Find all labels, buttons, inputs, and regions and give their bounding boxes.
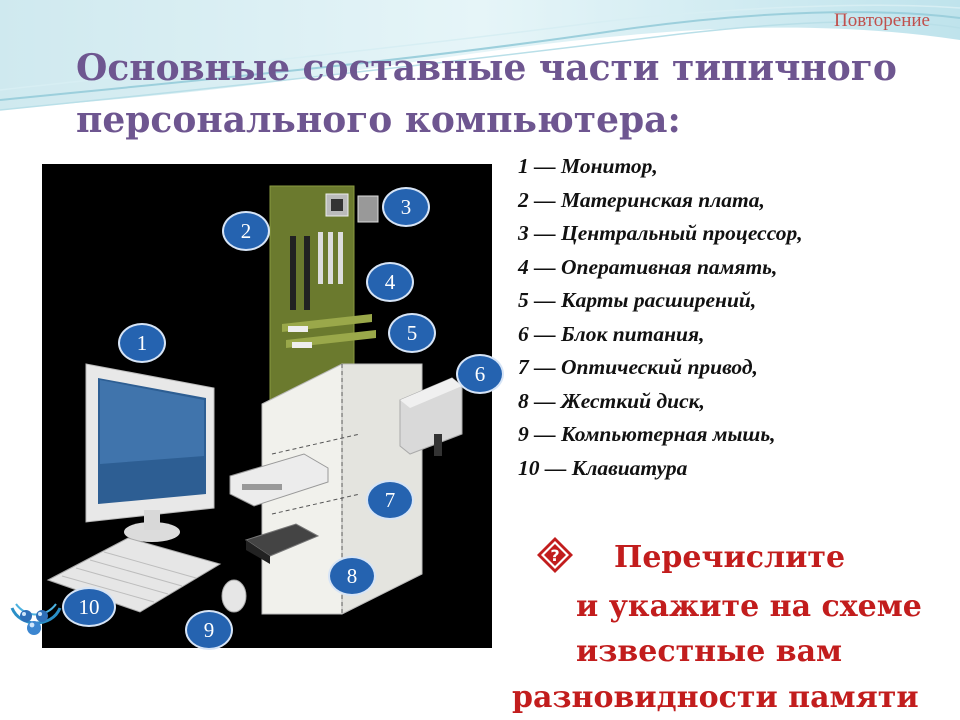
task-line-3: известные вам (576, 634, 843, 669)
cpu-illustration (357, 195, 379, 223)
title-line-1: Основные составные части типичного (76, 47, 897, 89)
marker-10-keyboard: 10 (62, 587, 116, 627)
task-line-2: и укажите на схеме (576, 589, 922, 624)
hard-disk-illustration (244, 523, 320, 557)
list-item: 2 — Материнская плата, (518, 187, 765, 212)
list-item: 3 — Центральный процессор, (518, 221, 803, 245)
components-list: 1 — Монитор, 2 — Материнская плата, 3 — … (518, 150, 803, 485)
marker-7-optical-drive: 7 (366, 480, 414, 520)
list-item: 6 — Блок питания, (518, 321, 705, 346)
slide-title: Основные составные части типичного персо… (76, 42, 936, 146)
svg-text:?: ? (550, 546, 559, 565)
section-label: Повторение (834, 10, 930, 31)
marker-2-motherboard: 2 (222, 211, 270, 251)
navigation-balls-icon[interactable] (8, 598, 64, 646)
marker-1-monitor: 1 (118, 323, 166, 363)
marker-9-mouse: 9 (185, 610, 233, 650)
list-item: 5 — Карты расширений, (518, 288, 757, 312)
header-wave-decoration (0, 0, 960, 111)
marker-3-cpu: 3 (382, 187, 430, 227)
marker-8-hard-disk: 8 (328, 556, 376, 596)
list-item: 10 — Клавиатура (518, 455, 688, 480)
list-item: 8 — Жесткий диск, (518, 388, 705, 413)
marker-4-ram: 4 (366, 262, 414, 302)
marker-6-power-supply: 6 (456, 354, 504, 394)
optical-drive-illustration (229, 453, 329, 507)
marker-5-expansion-cards: 5 (388, 313, 436, 353)
mouse-illustration (221, 579, 247, 613)
list-item: 4 — Оперативная память, (518, 254, 778, 279)
list-item: 1 — Монитор, (518, 154, 658, 178)
list-item: 7 — Оптический привод, (518, 355, 758, 379)
task-line-1: Перечислите (614, 540, 846, 575)
question-diamond-icon: ? (537, 537, 573, 573)
title-line-2: персонального компьютера: (76, 99, 681, 141)
task-line-4: разновидности памяти (512, 680, 919, 715)
list-item: 9 — Компьютерная мышь, (518, 422, 776, 446)
